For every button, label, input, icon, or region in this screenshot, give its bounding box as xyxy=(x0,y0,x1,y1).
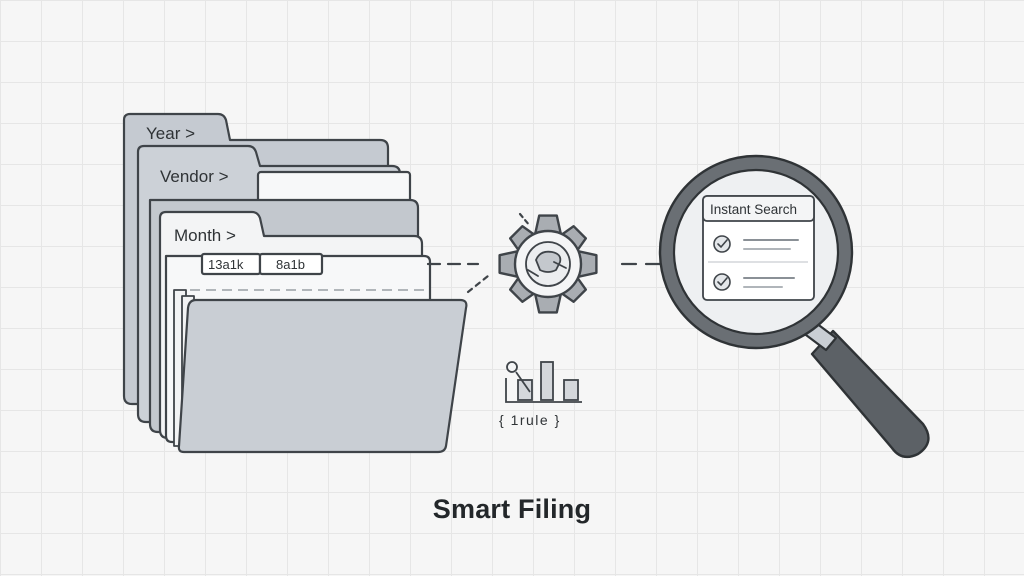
rule-label: { 1rule } xyxy=(499,412,561,428)
magnifier-handle xyxy=(810,329,930,459)
rules-gear xyxy=(498,214,598,314)
chart-bar-2 xyxy=(540,361,554,401)
front-folder xyxy=(177,298,468,454)
chart-bar-3 xyxy=(563,379,579,401)
year-folder-label: Year > xyxy=(146,124,195,143)
chart-bar-1 xyxy=(517,379,533,401)
search-magnifier: Instant Search xyxy=(658,154,930,459)
chart-slash xyxy=(515,371,531,393)
person-icon xyxy=(506,361,518,373)
connectors xyxy=(426,212,662,294)
vendor-folder-label: Vendor > xyxy=(160,167,229,186)
search-result-1 xyxy=(713,235,799,253)
rule-icons xyxy=(505,361,582,403)
chart-icon-frame xyxy=(505,378,582,403)
search-card-title: Instant Search xyxy=(710,202,797,217)
gear-mechanism-icon xyxy=(527,250,567,277)
document-tab-right-label: 8a1b xyxy=(276,257,305,272)
month-folder-label: Month > xyxy=(174,226,236,245)
document-tab-left-label: 13a1k xyxy=(208,257,244,272)
connector-gear-folder-diag xyxy=(466,274,490,294)
diagram-caption: Smart Filing xyxy=(432,494,592,524)
search-result-2 xyxy=(713,273,795,291)
folder-stack: Year > Vendor > Month > 13a1k 8a1b xyxy=(122,112,468,454)
document-tab-right xyxy=(258,252,324,276)
check-icon xyxy=(713,235,731,253)
check-icon xyxy=(713,273,731,291)
search-card: Instant Search xyxy=(702,195,815,301)
connector-gear-top-diag xyxy=(518,212,532,228)
